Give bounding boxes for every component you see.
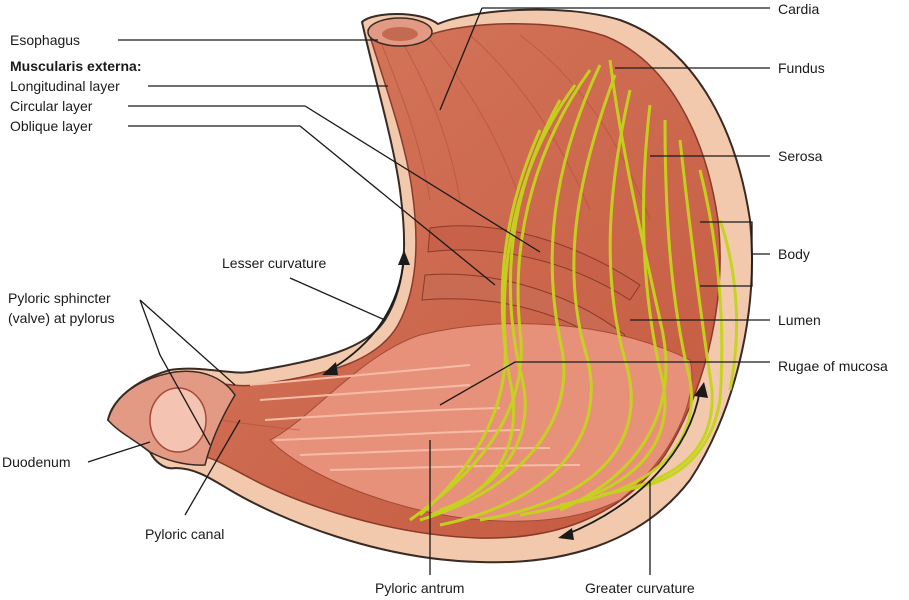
label-pyloric-antrum: Pyloric antrum [375,580,465,596]
label-body: Body [778,246,810,262]
label-esophagus: Esophagus [10,32,81,48]
label-longitudinal-layer: Longitudinal layer [10,78,120,94]
curvature-arrows [329,257,701,536]
leader-lines [87,7,770,575]
oblique-fibers [409,59,739,527]
label-pyloric-canal: Pyloric canal [145,526,225,542]
duodenum-opening [149,387,207,453]
label-rugae-of-mucosa: Rugae of mucosa [778,358,888,374]
label-pyloric-sphincter-line2: (valve) at pylorus [8,310,115,326]
label-serosa: Serosa [778,148,823,164]
label-lesser-curvature: Lesser curvature [222,255,327,271]
lesser-curvature-arrow [329,257,405,371]
label-duodenum: Duodenum [2,454,71,470]
label-fundus: Fundus [778,60,825,76]
esophagus-lumen [382,27,418,41]
circular-layer-band [427,225,641,301]
label-oblique-layer: Oblique layer [10,118,93,134]
greater-curvature-arrow [564,389,701,536]
label-muscularis-externa: Muscularis externa: [10,58,142,74]
label-cardia: Cardia [778,1,820,17]
label-lumen: Lumen [778,312,821,328]
arrow-heads [322,250,708,540]
label-pyloric-sphincter-line1: Pyloric sphincter [8,290,111,306]
label-greater-curvature: Greater curvature [585,580,695,596]
label-circular-layer: Circular layer [10,98,93,114]
